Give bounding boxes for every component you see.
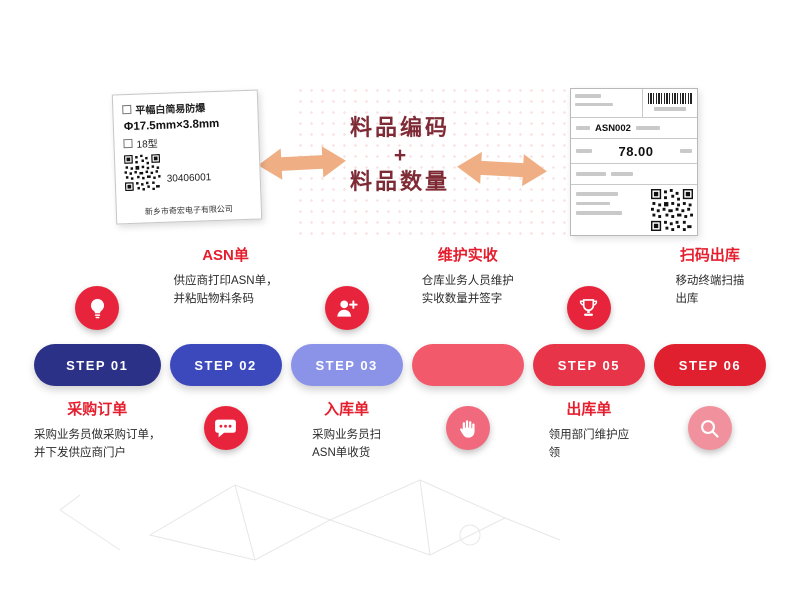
doc-asn-row: ASN002: [571, 118, 697, 139]
step-title: ASN单: [202, 247, 249, 264]
step-title: 入库单: [324, 401, 370, 418]
doc-text-bar: [635, 126, 660, 130]
step-desc: 领用部门维护应 领: [548, 429, 630, 460]
doc-asn-number: ASN002: [595, 122, 631, 134]
hand-icon: [445, 406, 490, 450]
label-row-product: 平幅白简易防爆: [122, 98, 248, 117]
double-arrow-left-icon: [258, 146, 346, 180]
search-icon: [687, 406, 732, 450]
trophy-icon: [566, 286, 611, 330]
label-code: 30406001: [166, 172, 212, 185]
material-label-card: 平幅白简易防爆 Φ17.5mm×3.8mm 18型 30406001 新乡市奇宏…: [111, 89, 263, 225]
doc-footer-fields: [576, 189, 651, 231]
doc-detail-row: [571, 164, 697, 186]
doc-text-bar: [679, 149, 692, 153]
doc-text-bar: [575, 94, 601, 98]
step-column-3: STEP 03 入库单采购业务员扫 ASN单收货: [290, 242, 403, 536]
label-row-code: 30406001: [124, 151, 251, 191]
step-pill-2: STEP 02: [169, 344, 282, 386]
doc-text-bar: [576, 172, 606, 176]
doc-text-bar: [611, 172, 633, 176]
step-zone-top: [533, 242, 645, 344]
step-text: ASN单供应商打印ASN单， 并粘贴物料条码: [173, 244, 277, 309]
label-mini-icon: [123, 138, 133, 149]
label-spec: Φ17.5mm×3.8mm: [123, 117, 220, 134]
doc-amount: 78.00: [618, 143, 654, 159]
step-pill-3: STEP 03: [290, 344, 403, 386]
step-desc: 采购业务员做采购订单， 并下发供应商门户: [34, 429, 161, 460]
label-mini-icon: [122, 104, 132, 115]
step-text: 入库单采购业务员扫 ASN单收货: [312, 398, 381, 463]
lightbulb-icon: [75, 286, 120, 330]
doc-header: [571, 89, 697, 119]
step-zone-bottom: [170, 386, 282, 536]
step-zone-bottom: [654, 386, 766, 536]
doc-header-fields: [571, 89, 643, 118]
step-text: 维护实收仓库业务人员维护 实收数量并签字: [422, 244, 514, 309]
double-arrow-right-icon: [457, 151, 547, 187]
step-column-4: 维护实收仓库业务人员维护 实收数量并签字: [411, 242, 524, 536]
doc-header-barcode: [643, 89, 697, 117]
step-zone-top: [34, 242, 161, 344]
step-zone-top: ASN单供应商打印ASN单， 并粘贴物料条码: [170, 242, 282, 344]
label-product-name: 平幅白简易防爆: [135, 103, 206, 117]
step-zone-bottom: 采购订单采购业务员做采购订单， 并下发供应商门户: [34, 386, 161, 536]
step-zone-bottom: 入库单采购业务员扫 ASN单收货: [291, 386, 403, 536]
step-pill-5: STEP 05: [532, 344, 645, 386]
background-sketch: [59, 479, 561, 561]
step-title: 维护实收: [437, 247, 498, 264]
step-title: 扫码出库: [679, 247, 740, 264]
step-desc: 移动终端扫描 出库: [675, 275, 745, 306]
step-zone-top: 扫码出库移动终端扫描 出库: [654, 242, 766, 344]
caption-line2: 料品数量: [349, 168, 450, 194]
caption-line1: 料品编码: [349, 115, 450, 140]
step-zone-bottom: [412, 386, 524, 536]
step-text: 扫码出库移动终端扫描 出库: [675, 244, 744, 309]
step-column-5: STEP 05 出库单领用部门维护应 领: [532, 242, 645, 536]
caption-plus-sign: +: [393, 143, 407, 167]
doc-footer: [571, 185, 697, 235]
step-desc: 供应商打印ASN单， 并粘贴物料条码: [173, 275, 278, 306]
doc-text-bar: [576, 192, 618, 196]
doc-text-bar: [576, 201, 610, 206]
doc-text-bar: [576, 149, 592, 153]
doc-amount-row: 78.00: [571, 139, 697, 165]
qr-code-icon: [651, 189, 693, 231]
center-caption: 料品编码 + 料品数量: [345, 114, 455, 196]
label-company: 新乡市奇宏电子有限公司: [144, 204, 233, 217]
step-desc: 采购业务员扫 ASN单收货: [312, 429, 382, 460]
qr-code-icon: [124, 154, 161, 191]
step-zone-top: 维护实收仓库业务人员维护 实收数量并签字: [412, 242, 524, 344]
label-row-model: 18型: [123, 132, 249, 151]
step-column-6: 扫码出库移动终端扫描 出库 STEP 06: [653, 242, 766, 536]
step-title: 采购订单: [67, 401, 128, 418]
step-pill-6: STEP 06: [653, 344, 766, 386]
step-desc: 仓库业务人员维护 实收数量并签字: [421, 275, 514, 306]
doc-text-bar: [575, 102, 613, 106]
chat-icon: [203, 406, 248, 450]
step-zone-bottom: 出库单领用部门维护应 领: [533, 386, 645, 536]
asn-document-card: ASN002 78.00: [570, 88, 698, 236]
step-pill-4: [411, 344, 524, 386]
step-zone-top: [291, 242, 403, 344]
add-user-icon: [324, 286, 369, 330]
step-column-1: STEP 01 采购订单采购业务员做采购订单， 并下发供应商门户: [34, 242, 161, 536]
step-text: 出库单领用部门维护应 领: [549, 398, 630, 463]
step-title: 出库单: [566, 401, 612, 418]
step-text: 采购订单采购业务员做采购订单， 并下发供应商门户: [34, 398, 161, 463]
doc-text-bar: [576, 126, 590, 130]
doc-text-bar: [654, 107, 686, 111]
step-pill-1: STEP 01: [34, 344, 161, 386]
step-column-2: ASN单供应商打印ASN单， 并粘贴物料条码 STEP 02: [169, 242, 282, 536]
label-model: 18型: [136, 139, 158, 151]
doc-text-bar: [576, 211, 622, 215]
barcode-icon: [648, 93, 692, 104]
